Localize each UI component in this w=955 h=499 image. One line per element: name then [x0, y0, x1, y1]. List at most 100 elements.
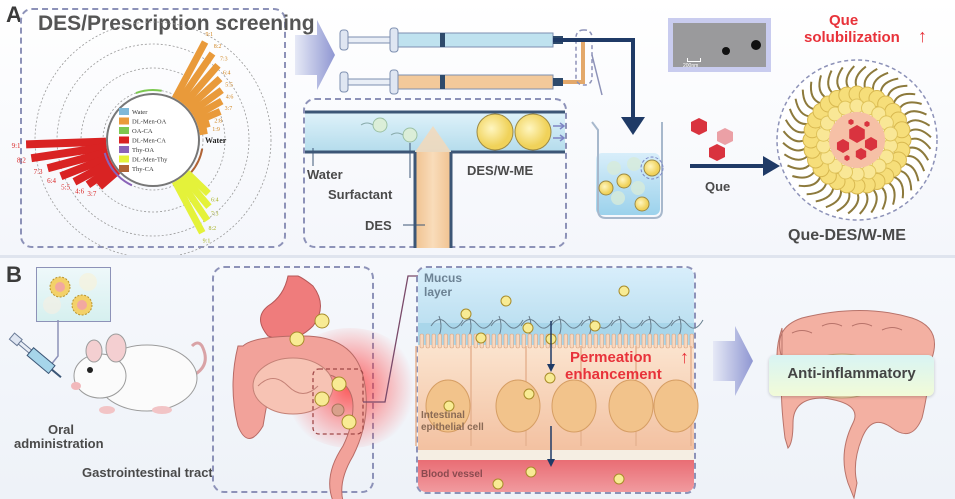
microvillus [575, 333, 580, 349]
surfactant-tail [836, 66, 844, 92]
transport-arrowhead [547, 459, 555, 467]
microvillus [449, 333, 454, 349]
radial-bar [194, 108, 222, 125]
radial-bar [25, 137, 107, 149]
ratio-label: 7:3 [211, 212, 219, 218]
microvillus [599, 333, 604, 349]
ratio-label: 4:6 [226, 95, 234, 101]
droplet [618, 285, 630, 297]
que-crystal [709, 144, 725, 161]
screening-title: DES/Prescription screening [38, 12, 315, 35]
microvillus [665, 333, 670, 349]
microvillus [503, 333, 508, 349]
legend-label: Thy-CA [132, 166, 154, 173]
droplet [331, 376, 347, 392]
microvillus [593, 333, 598, 349]
legend-swatch [119, 117, 129, 125]
surfactant-tail [798, 176, 822, 188]
droplet [460, 308, 472, 320]
legend-swatch [119, 136, 129, 144]
syringe-des [339, 42, 585, 95]
que-crystal [848, 119, 854, 125]
ratio-label: 8:2 [17, 157, 26, 165]
droplet [331, 403, 345, 417]
ratio-label: 8:2 [208, 226, 216, 232]
legend-swatch [119, 155, 129, 163]
microvillus [617, 333, 622, 349]
radial-bar [192, 98, 224, 120]
droplet [613, 473, 625, 485]
radial-bar [171, 179, 206, 235]
droplet [500, 295, 512, 307]
microvillus [611, 333, 616, 349]
microvillus [527, 333, 532, 349]
ratio-label: 7:3 [220, 56, 228, 62]
microvillus [425, 333, 430, 349]
cell-nucleus [551, 379, 597, 433]
droplet [289, 331, 305, 347]
surfactant-tail [892, 92, 916, 104]
droplet [589, 320, 601, 332]
surfactant-tail [809, 81, 821, 105]
mucus-fiber [640, 315, 674, 337]
legend-label: DL-Men-CA [132, 138, 166, 145]
ratio-label: 5:5 [61, 183, 70, 191]
mucus-fiber [670, 315, 704, 337]
legend-label: DL-Men-OA [132, 119, 167, 126]
ratio-label: 6:4 [211, 198, 219, 204]
ratio-label: 1:9 [212, 127, 220, 133]
radial-bar [85, 163, 117, 189]
radial-bar [176, 51, 216, 104]
radial-bar [176, 177, 211, 223]
ratio-label: 6:4 [223, 70, 231, 76]
cell-nucleus [495, 379, 541, 433]
water-label: Water [307, 167, 343, 182]
blood-vessel-label: Blood vessel [421, 469, 483, 480]
surfactant-head [882, 126, 898, 142]
panel-b-letter: B [6, 262, 22, 287]
flow-arrow-to-beaker [553, 38, 645, 135]
radial-bar [30, 142, 108, 163]
ratio-label: 9:1 [206, 32, 214, 38]
surfactant-molecule [372, 117, 388, 133]
que-crystal [691, 118, 707, 135]
solubilization-line2: solubilization [804, 29, 900, 46]
microvillus [515, 333, 520, 349]
que-crystal [844, 155, 850, 161]
gi-tract-illustration [232, 275, 367, 499]
que-crystal [864, 137, 878, 151]
mucus-fiber [490, 315, 524, 337]
microvillus [443, 333, 448, 349]
surfactant-tail [836, 191, 851, 213]
microvillus [581, 333, 586, 349]
microvillus [671, 333, 676, 349]
droplet [314, 391, 330, 407]
legend-label: OA-CA [132, 128, 153, 135]
microvillus [629, 333, 634, 349]
que-crystal [849, 125, 865, 143]
final-product-label: Que-DES/W-ME [788, 227, 906, 244]
inset-micelles [43, 273, 97, 316]
que-crystal [717, 128, 733, 145]
panel-b: B Oral administration Gastrointestin [0, 258, 955, 499]
mouse-illustration [71, 333, 207, 414]
legend-label: Thy-OA [132, 147, 154, 154]
microvillus [509, 333, 514, 349]
tem-particle [722, 47, 730, 55]
surfactant-tail [893, 175, 905, 199]
surfactant-tail [905, 119, 931, 127]
chart-hub [106, 93, 200, 187]
microvillus [563, 333, 568, 349]
microfluidic-channel [305, 110, 566, 248]
mucus-fiber [550, 315, 584, 337]
que-des-w-me-micelle [776, 59, 938, 221]
droplet [443, 400, 455, 412]
microvillus [437, 333, 442, 349]
legend-label: DL-Men-Thy [132, 157, 168, 164]
radial-bar [171, 40, 209, 101]
radial-bar [185, 75, 223, 111]
microvillus [641, 333, 646, 349]
des-w-me-label: DES/W-ME [467, 163, 534, 178]
